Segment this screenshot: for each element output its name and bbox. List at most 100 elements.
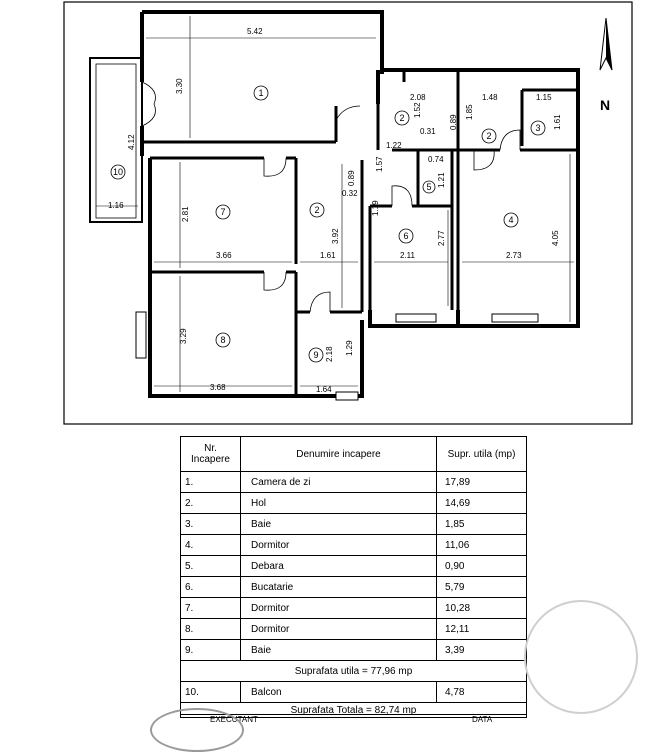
- dimension-label: 1.16: [108, 201, 124, 210]
- table-row: 6. Bucatarie 5,79: [180, 576, 527, 598]
- dimension-label: 0.31: [420, 127, 436, 136]
- room-number: 8: [220, 335, 225, 345]
- official-stamp: [150, 708, 244, 752]
- windows: [135, 311, 539, 401]
- dimension-label: 1.19: [371, 200, 380, 216]
- dimension-label: 5.42: [247, 27, 263, 36]
- dimension-label: 1.48: [482, 93, 498, 102]
- dimension-label: 2.11: [400, 251, 416, 260]
- row-nr: 2.: [180, 492, 241, 514]
- room-number: 5: [426, 182, 431, 192]
- dimension-label: 0.89: [449, 114, 458, 130]
- dimension-label: 1.61: [320, 251, 336, 260]
- row-area: 14,69: [436, 492, 527, 514]
- room-number: 1: [258, 88, 263, 98]
- row-name: Camera de zi: [240, 471, 437, 493]
- dimension-label: 0.74: [428, 155, 444, 164]
- faded-stamp: [524, 600, 638, 714]
- dimension-label: 1.22: [386, 141, 402, 150]
- north-label: N: [600, 97, 610, 113]
- row-area: 12,11: [436, 618, 527, 640]
- dimension-label: 3.29: [179, 328, 188, 344]
- row-nr: 7.: [180, 597, 241, 619]
- row-name: Baie: [240, 513, 437, 535]
- data-label: DATA: [472, 715, 493, 724]
- dimension-label: 0.32: [342, 189, 358, 198]
- dimension-label: 2.81: [181, 206, 190, 222]
- row-name: Dormitor: [240, 597, 437, 619]
- dimension-label: 1.61: [553, 114, 562, 130]
- useful-total-row: Suprafata utila = 77,96 mp: [180, 660, 527, 682]
- header-name: Denumire incapere: [240, 436, 437, 472]
- balcony-name: Balcon: [240, 681, 437, 703]
- row-area: 17,89: [436, 471, 527, 493]
- row-area: 10,28: [436, 597, 527, 619]
- balcony-area: 4,78: [436, 681, 527, 703]
- row-area: 5,79: [436, 576, 527, 598]
- table-row: 2. Hol 14,69: [180, 492, 527, 514]
- dimension-label: 3.66: [216, 251, 232, 260]
- row-area: 3,39: [436, 639, 527, 661]
- balcony-row: 10. Balcon 4,78: [180, 681, 527, 703]
- dimension-label: 4.12: [127, 134, 136, 150]
- header-area: Supr. utila (mp): [436, 436, 527, 472]
- room-number: 2: [486, 131, 491, 141]
- dimension-label: 2.08: [410, 93, 426, 102]
- table-row: 7. Dormitor 10,28: [180, 597, 527, 619]
- room-markers: [110, 85, 546, 363]
- useful-total: Suprafata utila = 77,96 mp: [180, 660, 527, 682]
- row-name: Debara: [240, 555, 437, 577]
- room-number: 10: [113, 167, 123, 177]
- row-name: Baie: [240, 639, 437, 661]
- room-number: 3: [535, 123, 540, 133]
- outer-walls: [140, 10, 580, 398]
- row-area: 1,85: [436, 513, 527, 535]
- row-area: 11,06: [436, 534, 527, 556]
- table-row: 3. Baie 1,85: [180, 513, 527, 535]
- row-name: Hol: [240, 492, 437, 514]
- row-nr: 6.: [180, 576, 241, 598]
- dimension-label: 2.77: [437, 230, 446, 246]
- balcony-nr: 10.: [180, 681, 241, 703]
- row-name: Bucatarie: [240, 576, 437, 598]
- row-nr: 4.: [180, 534, 241, 556]
- north-arrow: N: [599, 17, 613, 113]
- dimension-labels: 5.42 3.30 4.12 1.16 2.08 1.52 0.31 0.89 …: [108, 27, 562, 394]
- dimension-label: 1.29: [345, 340, 354, 356]
- interior-walls: [142, 72, 578, 396]
- dimension-label: 2.73: [506, 251, 522, 260]
- plan-frame: [63, 1, 633, 425]
- room-number: 2: [399, 113, 404, 123]
- header-nr: Nr. Incapere: [180, 436, 241, 472]
- table-row: 5. Debara 0,90: [180, 555, 527, 577]
- dimension-label: 2.18: [325, 346, 334, 362]
- door-swings: [141, 81, 521, 313]
- dimension-label: 1.52: [413, 102, 422, 118]
- room-number: 6: [403, 231, 408, 241]
- row-nr: 3.: [180, 513, 241, 535]
- dimension-label: 1.21: [437, 172, 446, 188]
- room-number: 9: [313, 350, 318, 360]
- dimension-label: 1.85: [465, 104, 474, 120]
- row-nr: 5.: [180, 555, 241, 577]
- dimension-label: 3.68: [210, 383, 226, 392]
- dimension-label: 4.05: [551, 230, 560, 246]
- row-nr: 1.: [180, 471, 241, 493]
- table-header-row: Nr. Incapere Denumire incapere Supr. uti…: [180, 436, 527, 472]
- dimension-lines: [96, 16, 574, 392]
- room-area-table: Nr. Incapere Denumire incapere Supr. uti…: [180, 436, 527, 718]
- row-area: 0,90: [436, 555, 527, 577]
- row-nr: 9.: [180, 639, 241, 661]
- dimension-label: 1.57: [375, 156, 384, 172]
- room-number: 2: [314, 205, 319, 215]
- row-name: Dormitor: [240, 618, 437, 640]
- room-number: 7: [220, 207, 225, 217]
- dimension-label: 1.15: [536, 93, 552, 102]
- table-row: 9. Baie 3,39: [180, 639, 527, 661]
- room-number: 4: [508, 215, 513, 225]
- table-row: 8. Dormitor 12,11: [180, 618, 527, 640]
- floor-plan: N 5.42 3.30 4.12 1.16 2.08 1.52 0.31 0.8…: [63, 1, 633, 425]
- dimension-label: 3.92: [331, 228, 340, 244]
- table-row: 4. Dormitor 11,06: [180, 534, 527, 556]
- table-row: 1. Camera de zi 17,89: [180, 471, 527, 493]
